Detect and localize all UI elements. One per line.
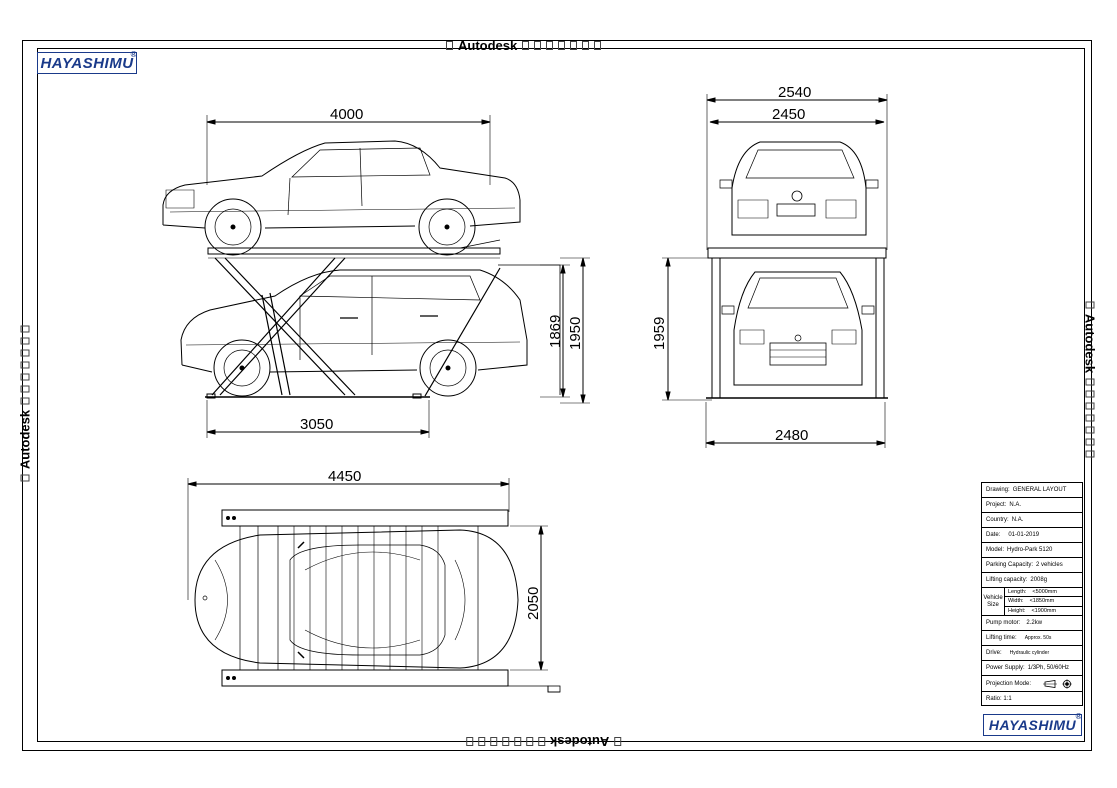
upper-platform-front xyxy=(707,247,887,259)
upper-car-rear xyxy=(719,141,879,236)
lower-suv xyxy=(180,269,528,397)
tb-ratio-row: Ratio: 1:1 xyxy=(986,695,1012,702)
front-view: 2540 2450 xyxy=(651,84,888,448)
dim-4450-label: 4450 xyxy=(328,468,361,485)
top-car xyxy=(194,529,519,669)
tb-width-row: Width:<1850mm xyxy=(1005,597,1082,607)
title-block: Drawing:GENERAL LAYOUT Project:N.A. Coun… xyxy=(981,482,1083,706)
tb-project-row: Project:N.A. xyxy=(982,498,1082,513)
tb-lifting-time-row: Lifting time:Approx. 50s xyxy=(982,631,1082,646)
brand-logo-top: HAYASHIMU® xyxy=(37,50,137,74)
tb-drive-row: Drive:Hydraulic cylinder xyxy=(982,646,1082,661)
dim-4000-label: 4000 xyxy=(330,106,363,123)
dim-1869-label: 1869 xyxy=(547,315,564,348)
top-rail xyxy=(221,509,509,527)
watermark-top: Autodesk xyxy=(446,38,602,53)
upper-sedan xyxy=(162,140,521,256)
top-view: 4450 xyxy=(187,468,561,693)
dim-3050-label: 3050 xyxy=(300,416,333,433)
brand-logo-text: HAYASHIMU xyxy=(40,54,134,72)
dim-2480-label: 2480 xyxy=(775,427,808,444)
tb-projection-mode-row: Projection Mode: xyxy=(982,676,1082,692)
projection-symbol-icon xyxy=(1043,678,1073,689)
tb-lifting-capacity-row: Lifting capacity:2008g xyxy=(982,573,1082,588)
side-view: 4000 xyxy=(162,106,590,438)
tb-drawing-row: Drawing:GENERAL LAYOUT xyxy=(982,483,1082,498)
right-post xyxy=(875,257,885,399)
platform-slats xyxy=(293,526,439,670)
tb-model-row: Model:Hydro-Park 5120 xyxy=(982,543,1082,558)
brand-logo-bottom: HAYASHIMU® xyxy=(983,712,1082,736)
tb-power-supply-row: Power Supply:1/3Ph, 50/60Hz xyxy=(982,661,1082,676)
tb-country-row: Country:N.A. xyxy=(982,513,1082,528)
registered-mark: ® xyxy=(130,50,137,59)
registered-mark: ® xyxy=(1075,712,1082,721)
left-post xyxy=(711,257,721,399)
outer-border xyxy=(22,40,1092,751)
inner-border xyxy=(37,48,1085,742)
dim-2050-label: 2050 xyxy=(525,587,542,620)
dim-2450-label: 2450 xyxy=(772,106,805,123)
tb-length-row: Length:<5000mm xyxy=(1005,588,1082,598)
dim-1950-label: 1950 xyxy=(567,317,584,350)
brand-logo-text: HAYASHIMU xyxy=(988,717,1077,733)
tb-parking-capacity-row: Parking Capacity:2 vehicles xyxy=(982,558,1082,573)
tb-height-row: Height:<1900mm xyxy=(1008,607,1057,614)
dim-1959-label: 1959 xyxy=(651,317,668,350)
tb-pump-motor-row: Pump motor:2.2kw xyxy=(982,616,1082,631)
bottom-rail xyxy=(221,669,509,687)
dim-2540-label: 2540 xyxy=(778,84,811,101)
watermark-text: Autodesk xyxy=(458,38,518,53)
lower-car-front xyxy=(721,271,875,386)
upper-platform xyxy=(207,247,501,255)
tb-date-row: Date:01-01-2019 xyxy=(982,528,1082,543)
scissor-lift xyxy=(211,257,561,397)
